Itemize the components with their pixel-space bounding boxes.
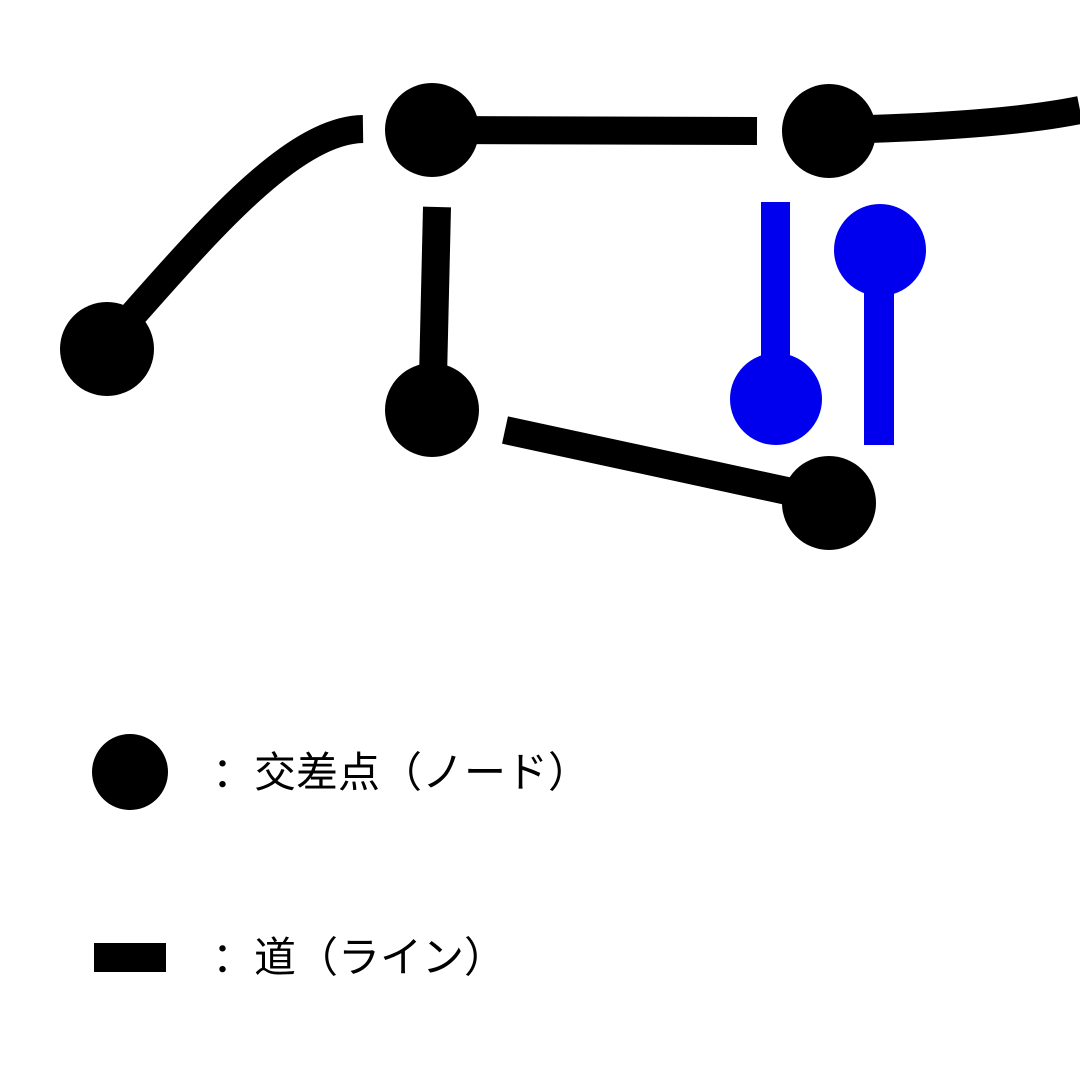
- blue-node-right: [834, 204, 926, 296]
- highlighted-elements: [730, 202, 926, 445]
- road-curve-left: [104, 115, 365, 345]
- blue-line-right: [864, 270, 894, 445]
- legend-node-label: ：交差点（ノード）: [212, 748, 590, 797]
- blue-node-left: [730, 353, 822, 445]
- node-top-middle: [385, 83, 479, 177]
- node-center: [385, 363, 479, 457]
- blue-line-left: [761, 202, 790, 372]
- legend-road-label: ：道（ライン）: [212, 933, 506, 982]
- legend-road-icon: [94, 943, 166, 972]
- legend: ：交差点（ノード） ：道（ライン）: [92, 734, 590, 982]
- node-left: [60, 302, 154, 396]
- nodes: [60, 83, 876, 550]
- road-vertical-left: [419, 206, 451, 379]
- road-lower-diagonal: [502, 416, 818, 511]
- node-top-right: [782, 84, 876, 178]
- legend-node-icon: [92, 734, 168, 810]
- node-lower-right: [782, 456, 876, 550]
- road-top-middle: [431, 116, 758, 145]
- roads: [104, 96, 1080, 511]
